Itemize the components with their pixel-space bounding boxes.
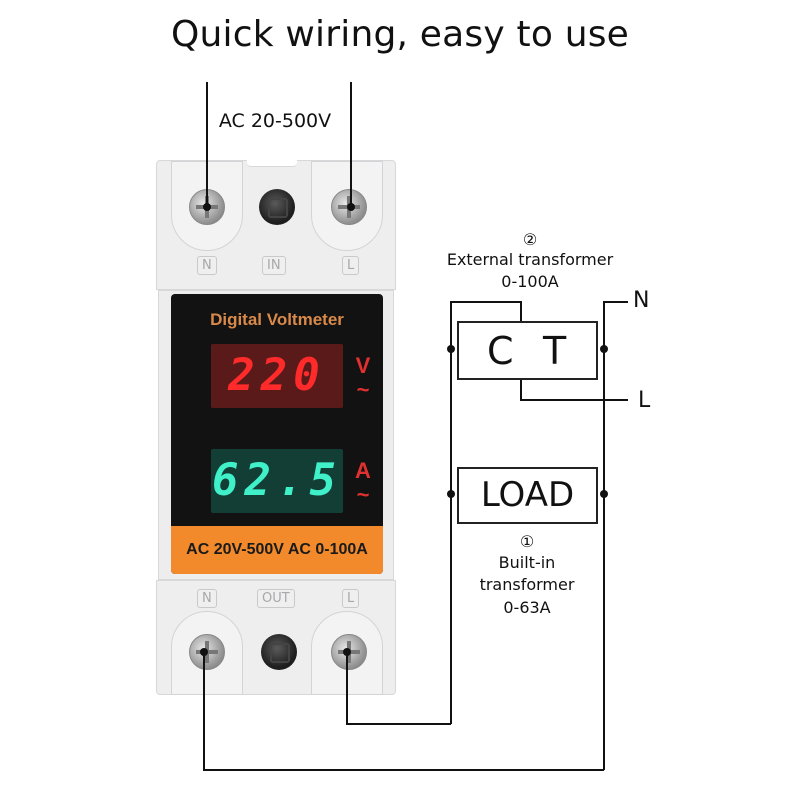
panel-title: Digital Voltmeter bbox=[210, 310, 344, 329]
device-top-housing: N IN L bbox=[156, 160, 396, 290]
terminal-screw-out-l[interactable] bbox=[331, 634, 367, 670]
builtin-transformer-label-1: Built-in bbox=[498, 553, 556, 572]
ct-letter-t: T bbox=[543, 329, 567, 373]
external-transformer-label: External transformer bbox=[446, 250, 614, 269]
current-unit: A bbox=[355, 458, 371, 483]
page-title: Quick wiring, easy to use bbox=[170, 14, 630, 55]
builtin-transformer-label-2: transformer bbox=[479, 575, 575, 594]
terminal-screw-out-n[interactable] bbox=[189, 634, 225, 670]
voltage-unit: V bbox=[355, 353, 371, 378]
terminal-tag-out: OUT bbox=[257, 589, 295, 608]
center-screw-bottom-icon bbox=[261, 634, 297, 670]
terminal-tag-in: IN bbox=[262, 256, 286, 275]
builtin-transformer-range: 0-63A bbox=[503, 598, 551, 617]
load-box: LOAD bbox=[457, 467, 598, 524]
terminal-tag-n-out: N bbox=[197, 589, 217, 608]
terminal-screw-in-n[interactable] bbox=[189, 189, 225, 225]
terminal-tag-l-out: L bbox=[342, 589, 360, 608]
device-bottom-housing: N OUT L bbox=[156, 580, 396, 695]
rating-band: AC 20V-500V AC 0-100A bbox=[171, 526, 383, 574]
live-line-label: L bbox=[638, 388, 651, 413]
external-transformer-range: 0-100A bbox=[501, 272, 559, 291]
external-transformer-marker: ② bbox=[522, 230, 538, 249]
terminal-tag-l: L bbox=[342, 256, 360, 275]
builtin-transformer-marker: ① bbox=[519, 532, 535, 551]
current-ac-symbol: ~ bbox=[356, 482, 370, 507]
voltage-ac-symbol: ~ bbox=[356, 377, 370, 402]
voltage-display: 220 bbox=[211, 344, 343, 408]
input-voltage-label: AC 20-500V bbox=[218, 110, 332, 132]
device-front-face: Digital Voltmeter 220 V ~ 62.5 A ~ AC 20… bbox=[158, 290, 394, 580]
current-display: 62.5 bbox=[211, 449, 343, 513]
display-panel: Digital Voltmeter 220 V ~ 62.5 A ~ AC 20… bbox=[171, 294, 383, 574]
terminal-tag-n: N bbox=[197, 256, 217, 275]
center-screw-top-icon bbox=[259, 189, 295, 225]
current-transformer-box: C T bbox=[457, 321, 598, 380]
terminal-screw-in-l[interactable] bbox=[331, 189, 367, 225]
ct-letter-c: C bbox=[487, 329, 514, 373]
din-rail-voltmeter: N IN L Digital Voltmeter 220 V ~ 62.5 A … bbox=[156, 160, 396, 695]
neutral-line-label: N bbox=[633, 288, 650, 313]
